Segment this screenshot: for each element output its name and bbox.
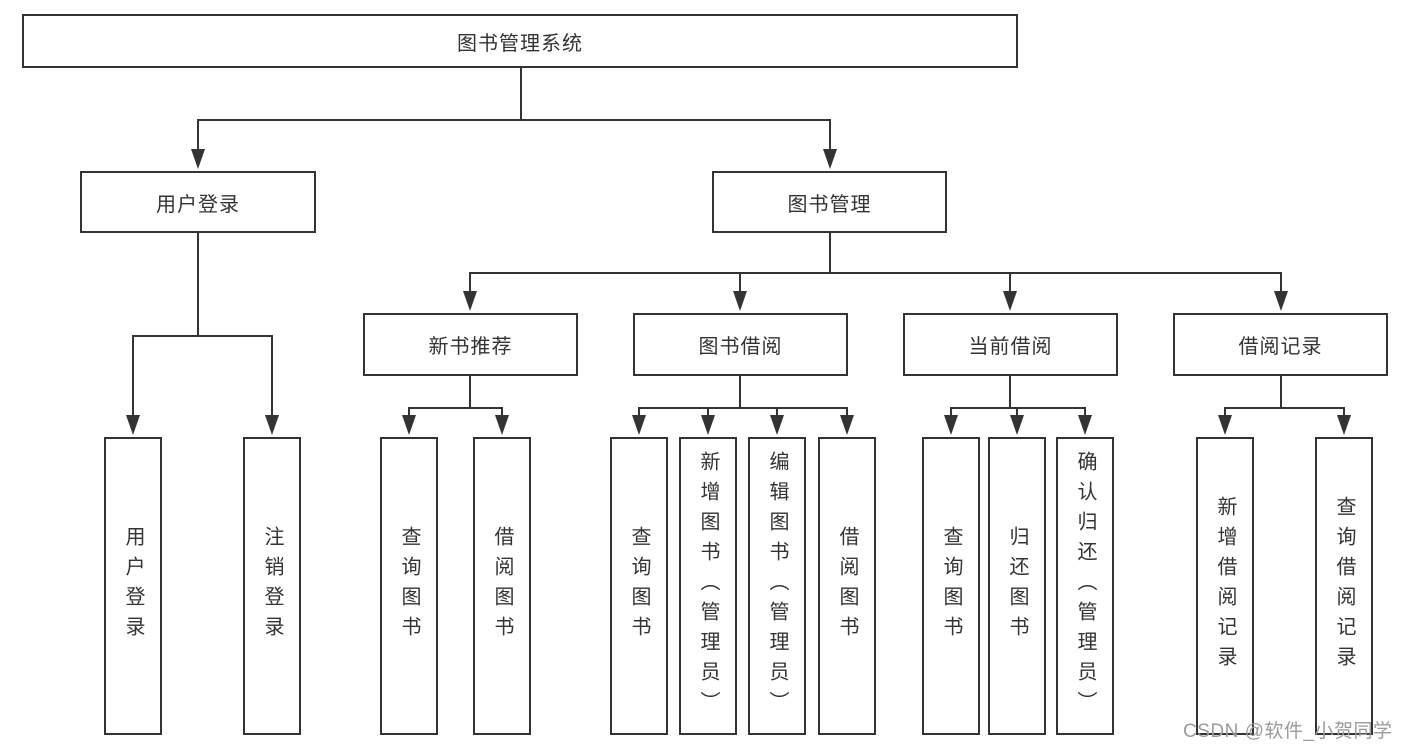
node-current-borrowing: 当前借阅 [903,313,1118,376]
leaf-edit-books-admin: 编辑图书（管理员） [748,437,806,735]
node-book-borrowing: 图书借阅 [633,313,848,376]
csdn-watermark: CSDN @软件_小贺同学 [1183,721,1393,742]
leaf-query-borrow-record: 查询借阅记录 [1315,437,1373,735]
leaf-user-login: 用户登录 [104,437,162,735]
leaf-return-books: 归还图书 [988,437,1046,735]
node-borrowing-records: 借阅记录 [1173,313,1388,376]
leaf-query-books-borrowing: 查询图书 [610,437,668,735]
node-book-management: 图书管理 [712,171,947,233]
leaf-query-books-recommend: 查询图书 [380,437,438,735]
leaf-borrow-books: 借阅图书 [818,437,876,735]
leaf-confirm-return-admin: 确认归还（管理员） [1056,437,1114,735]
leaf-borrow-books-recommend: 借阅图书 [473,437,531,735]
node-library-system: 图书管理系统 [22,14,1018,68]
leaf-add-borrow-record: 新增借阅记录 [1196,437,1254,735]
leaf-logout: 注销登录 [243,437,301,735]
node-user-login: 用户登录 [80,171,316,233]
leaf-query-books-current: 查询图书 [922,437,980,735]
leaf-add-books-admin: 新增图书（管理员） [679,437,737,735]
node-new-book-recommend: 新书推荐 [363,313,578,376]
